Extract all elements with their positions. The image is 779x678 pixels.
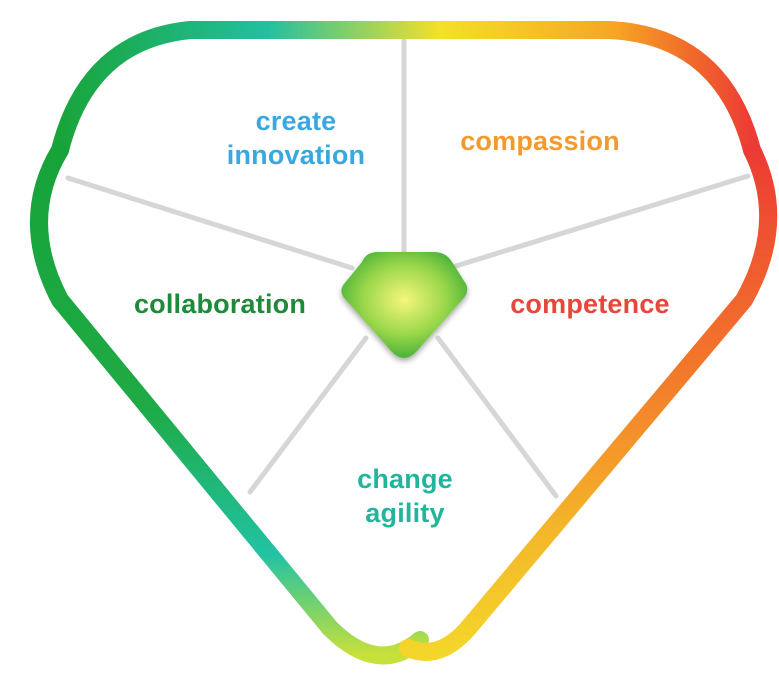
divider-upper-left: [65, 175, 355, 271]
segment-create-innovation: create innovation: [196, 104, 396, 172]
central-gem: [341, 252, 468, 358]
segment-compassion: compassion: [430, 124, 650, 158]
divider-lower-right: [435, 335, 559, 499]
competence-label: competence: [510, 289, 670, 319]
segment-collaboration: collaboration: [100, 287, 340, 321]
segment-competence: competence: [480, 287, 700, 321]
compassion-label: compassion: [460, 126, 620, 156]
change-agility-line2: agility: [365, 498, 445, 528]
frame-left-edge: [30, 141, 429, 665]
outer-frame: [30, 21, 778, 665]
divider-upper-right: [453, 173, 751, 269]
create-innovation-line1: create: [255, 106, 337, 136]
create-innovation-line2: innovation: [226, 140, 366, 170]
collaboration-label: collaboration: [133, 289, 307, 319]
frame-top-edge: [51, 21, 761, 159]
frame-right-edge: [399, 141, 778, 661]
change-agility-line1: change: [357, 464, 453, 494]
divider-lines: [65, 37, 751, 499]
divider-lower-left: [247, 335, 369, 495]
segment-change-agility: change agility: [305, 462, 505, 530]
gem-icon: [341, 252, 468, 358]
